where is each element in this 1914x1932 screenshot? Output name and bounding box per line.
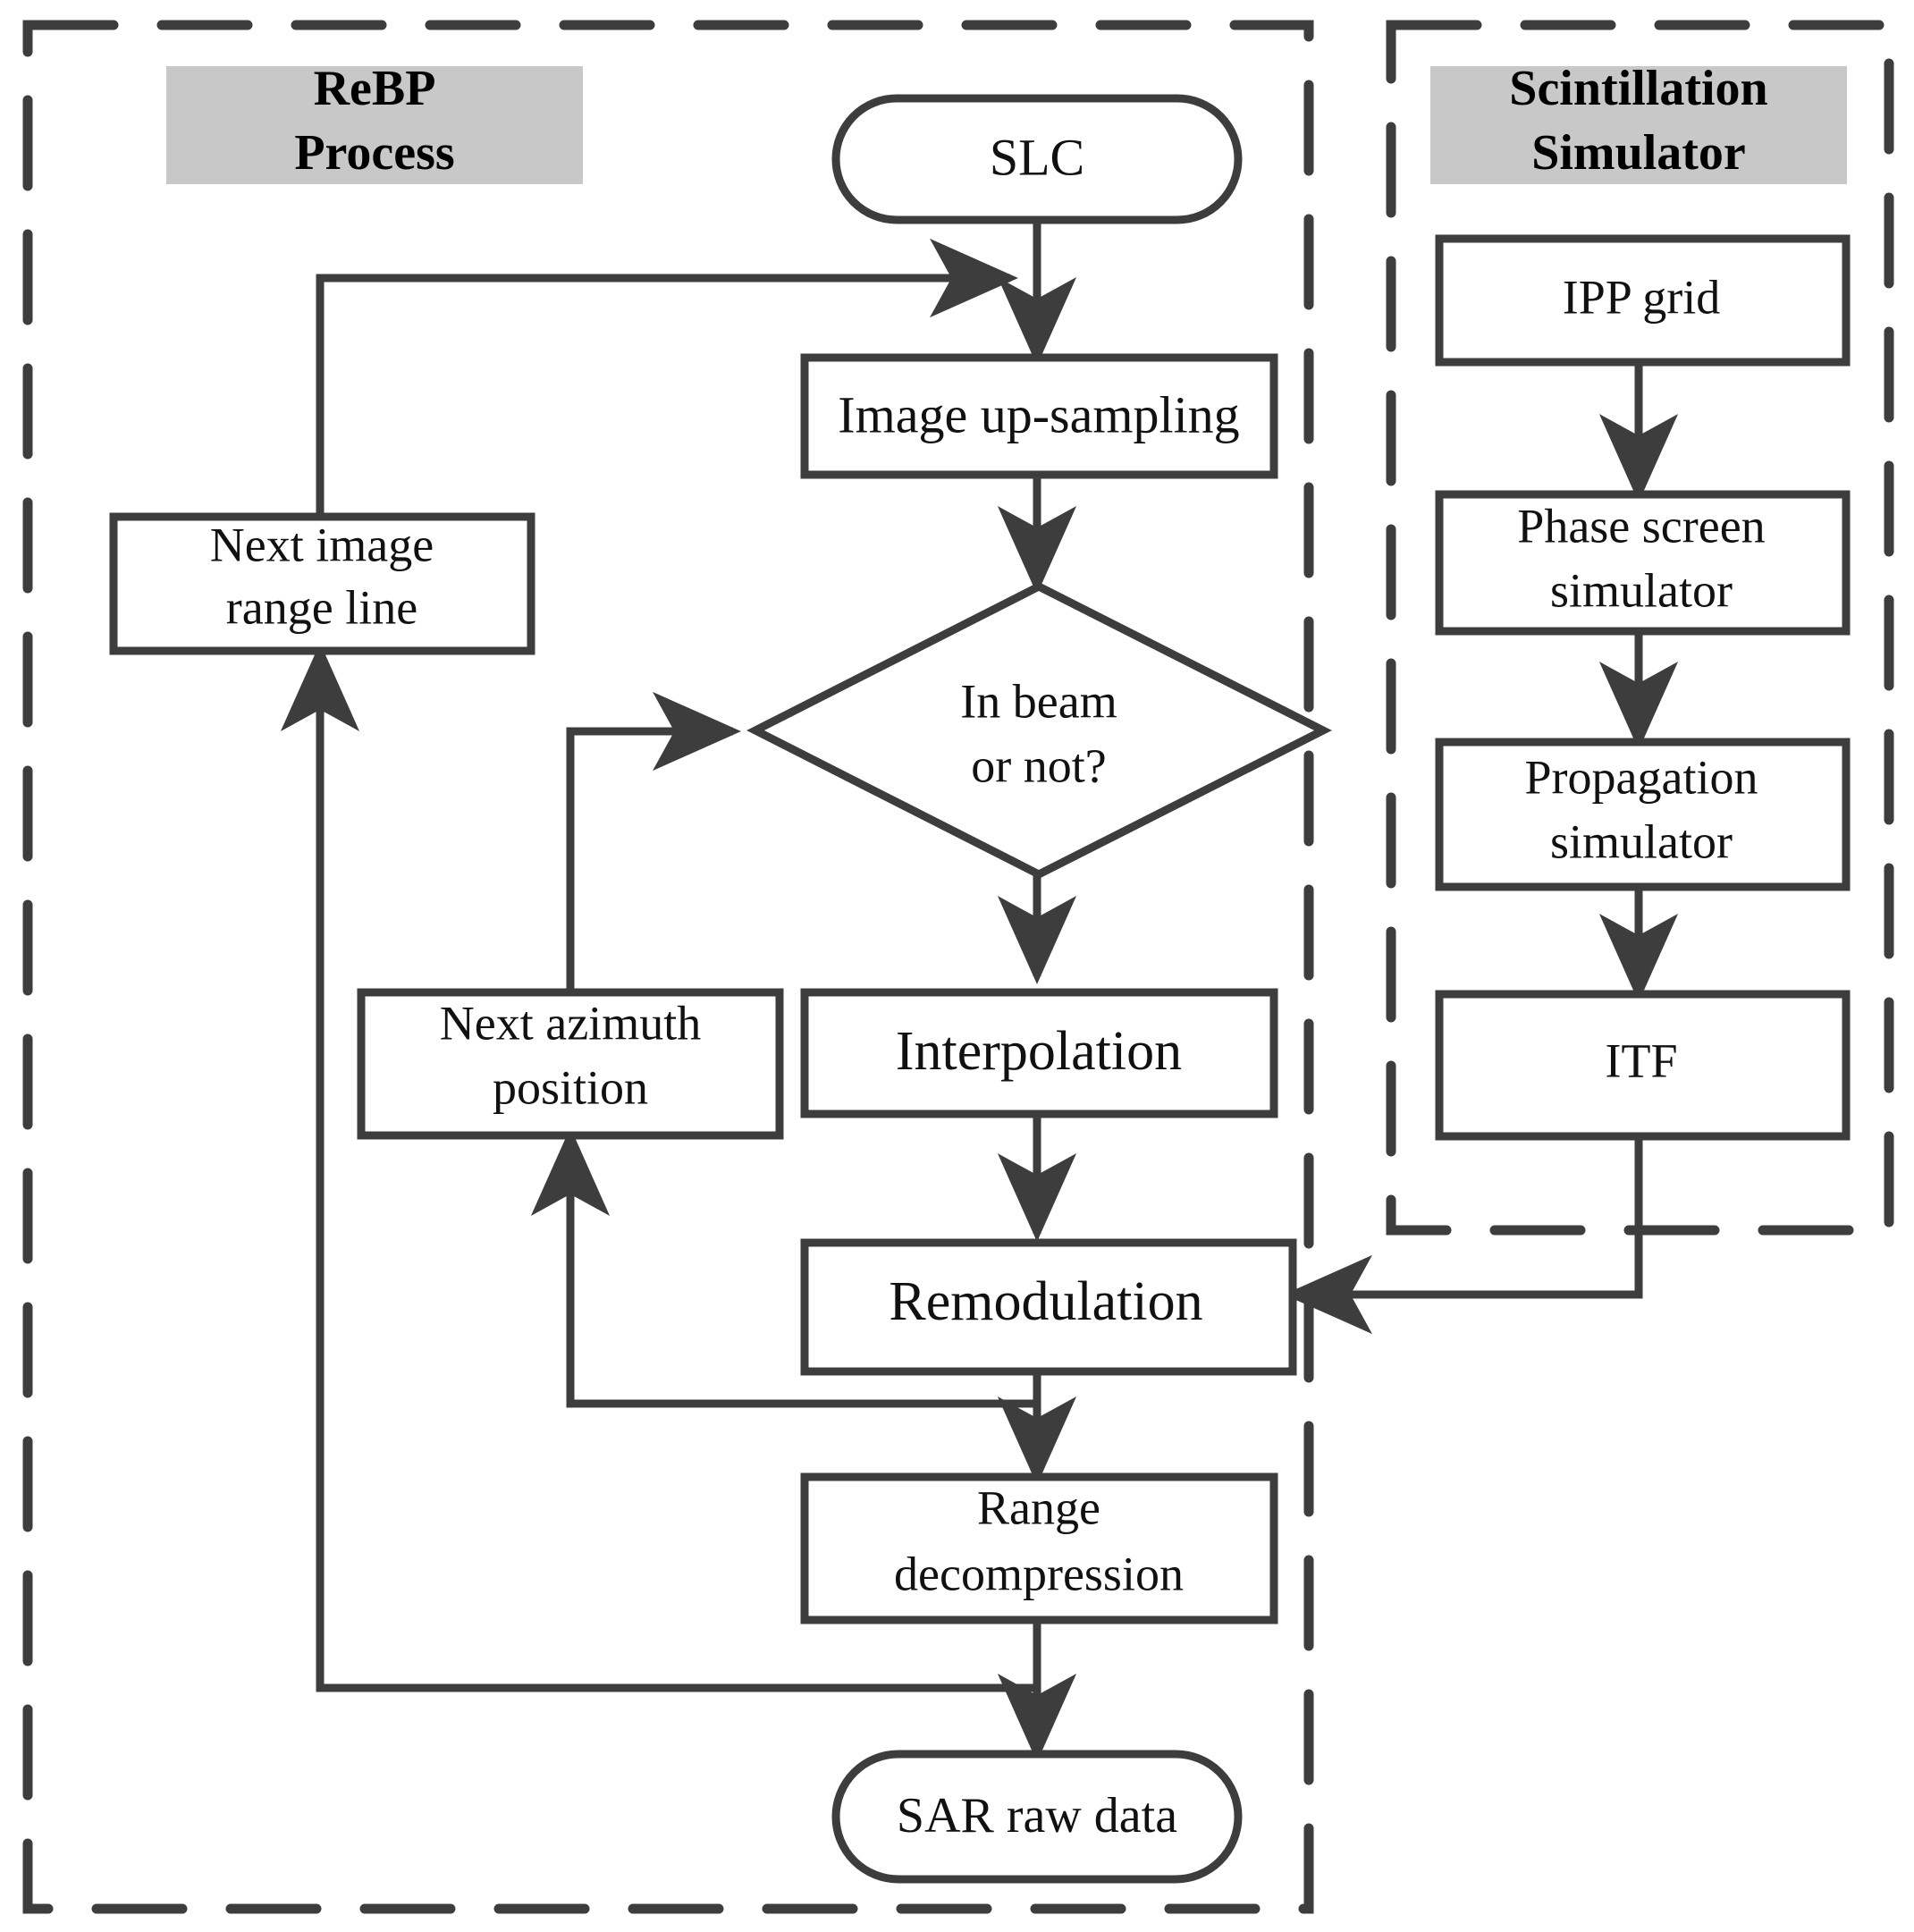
- node-sar-raw-data-shape: [831, 1750, 1243, 1884]
- node-itf-label: ITF: [1606, 1033, 1678, 1087]
- node-sar-raw-data-label: SAR raw data: [897, 1788, 1177, 1843]
- node-in-beam-label-1: In beam: [960, 674, 1117, 728]
- node-interpolation-shape: [800, 988, 1278, 1118]
- node-slc-label: SLC: [990, 128, 1084, 186]
- node-next-azimuth-position[interactable]: Next azimuth position: [357, 988, 784, 1140]
- node-propagation-simulator-label-1: Propagation: [1525, 750, 1758, 804]
- node-remodulation-label: Remodulation: [889, 1271, 1202, 1332]
- node-remodulation[interactable]: Remodulation: [800, 1238, 1297, 1376]
- node-range-decompression-label-2: decompression: [894, 1547, 1184, 1600]
- node-itf-shape: [1435, 990, 1851, 1141]
- node-in-beam[interactable]: In beam or not?: [746, 581, 1332, 880]
- node-remodulation-shape: [800, 1238, 1297, 1376]
- node-ipp-grid[interactable]: IPP grid: [1435, 234, 1851, 367]
- node-next-azimuth-position-label-2: position: [493, 1060, 648, 1114]
- node-in-beam-shape: [746, 581, 1332, 880]
- node-ipp-grid-shape: [1435, 234, 1851, 367]
- node-image-upsampling-label: Image up-sampling: [838, 385, 1239, 443]
- node-propagation-simulator-label-2: simulator: [1550, 814, 1733, 868]
- node-range-decompression-shape: [800, 1472, 1278, 1624]
- node-phase-screen-simulator[interactable]: Phase screen simulator: [1435, 490, 1851, 636]
- group-label-scintillation-line1: Scintillation: [1509, 61, 1767, 116]
- group-label-scintillation-line2: Simulator: [1531, 125, 1746, 181]
- node-interpolation[interactable]: Interpolation: [800, 988, 1278, 1118]
- node-image-upsampling[interactable]: Image up-sampling: [800, 353, 1278, 479]
- node-sar-raw-data[interactable]: SAR raw data: [831, 1750, 1243, 1884]
- node-next-azimuth-position-shape: [357, 988, 784, 1140]
- group-label-scintillation: Scintillation Simulator: [1430, 61, 1847, 184]
- node-range-decompression-label-1: Range: [977, 1481, 1100, 1534]
- node-phase-screen-simulator-label-2: simulator: [1550, 563, 1733, 617]
- group-label-rebp-line1: ReBP: [314, 61, 436, 116]
- node-itf[interactable]: ITF: [1435, 990, 1851, 1141]
- edge-next-azimuth-position-to-in-beam: [566, 691, 742, 992]
- edge-next-image-range-line-to-image-upsampling: [316, 238, 1019, 517]
- node-propagation-simulator[interactable]: Propagation simulator: [1435, 738, 1851, 891]
- node-next-image-range-line-shape: [109, 512, 535, 655]
- node-propagation-simulator-shape: [1435, 738, 1851, 891]
- node-range-decompression[interactable]: Range decompression: [800, 1472, 1278, 1624]
- node-slc[interactable]: SLC: [831, 94, 1243, 224]
- connectors: [280, 220, 1679, 1763]
- node-phase-screen-simulator-label-1: Phase screen: [1517, 499, 1765, 553]
- node-next-azimuth-position-label-1: Next azimuth: [440, 996, 701, 1050]
- node-next-image-range-line-label-2: range line: [226, 580, 417, 634]
- group-label-rebp-line2: Process: [294, 125, 454, 181]
- node-phase-screen-simulator-shape: [1435, 490, 1851, 636]
- node-image-upsampling-shape: [800, 353, 1278, 479]
- edge-itf-to-remodulation: [1283, 1136, 1643, 1335]
- node-next-image-range-line-label-1: Next image: [210, 518, 434, 571]
- node-slc-shape: [831, 94, 1243, 224]
- group-label-rebp: ReBP Process: [166, 61, 583, 184]
- node-in-beam-label-2: or not?: [971, 738, 1106, 792]
- group-rebp-border: [22, 20, 1314, 1914]
- node-next-image-range-line[interactable]: Next image range line: [109, 512, 535, 655]
- node-ipp-grid-label: IPP grid: [1563, 270, 1721, 324]
- node-interpolation-label: Interpolation: [896, 1021, 1182, 1082]
